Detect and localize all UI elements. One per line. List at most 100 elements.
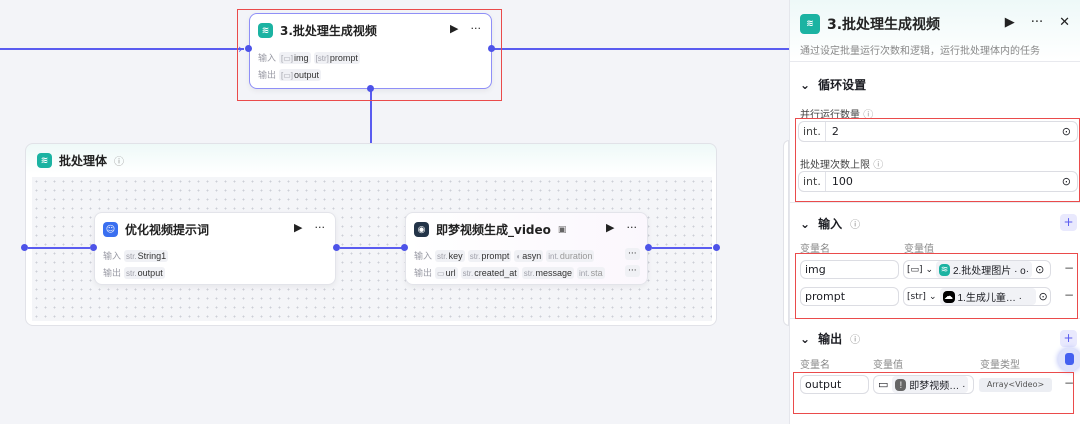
chevron-down-icon[interactable]: ⌄ — [928, 291, 937, 302]
output-label: 输出 — [258, 71, 277, 81]
variable-ref-icon[interactable]: ⊙ — [1061, 125, 1071, 138]
variable-ref-icon[interactable]: ⊙ — [1061, 175, 1071, 188]
param-tag: int.duration — [546, 249, 595, 262]
info-icon[interactable]: ⓘ — [863, 110, 874, 121]
port[interactable] — [401, 244, 408, 251]
edge — [492, 48, 789, 50]
info-icon[interactable]: ⓘ — [850, 220, 861, 231]
info-icon[interactable]: ⓘ — [114, 157, 125, 168]
more-icon[interactable]: ··· — [1030, 15, 1044, 30]
floating-assistant-icon[interactable] — [1058, 348, 1080, 371]
input-value: 2 — [831, 125, 839, 138]
remove-row-button[interactable]: − — [1064, 261, 1075, 275]
output-name-field[interactable]: output — [800, 375, 869, 394]
more-icon[interactable]: ··· — [626, 221, 638, 234]
param-tag: [str]prompt — [313, 51, 360, 64]
port[interactable] — [333, 244, 340, 251]
offscreen-node — [783, 140, 789, 326]
badge-icon: ▣ — [557, 224, 567, 235]
port[interactable] — [21, 244, 28, 251]
remove-row-button[interactable]: − — [1064, 376, 1075, 390]
layers-icon: ≋ — [939, 263, 950, 276]
more-icon[interactable]: ··· — [470, 22, 482, 35]
section-title: 输出 — [818, 332, 843, 346]
section-title: 输入 — [818, 217, 843, 231]
chevron-down-icon[interactable]: ⌄ — [800, 331, 811, 346]
param-tag: ◐asyn — [514, 249, 544, 262]
type-prefix: int. — [799, 122, 826, 141]
param-tag: str.created_at — [460, 266, 519, 279]
port[interactable] — [367, 85, 374, 92]
port[interactable] — [713, 244, 720, 251]
node-title: 即梦视频生成_video — [436, 223, 551, 237]
field-value: output — [805, 378, 842, 391]
node-jimeng-video[interactable]: ◉即梦视频生成_video▣ ▶··· 输入 str.key str.promp… — [405, 212, 648, 285]
type-prefix: [▭] — [907, 264, 923, 275]
input-name-field[interactable]: prompt — [800, 287, 899, 306]
column-header: 变量名 — [800, 360, 830, 371]
input-value-field[interactable]: [▭]⌄ ≋2.批处理图片 · o· ⊙ — [903, 260, 1051, 279]
info-icon[interactable]: ⓘ — [873, 160, 884, 171]
ref-label: 1.生成儿童… · — [957, 293, 1022, 304]
input-value-field[interactable]: [str]⌄ ☁1.生成儿童… · ⊙ — [903, 287, 1051, 306]
output-label: 输出 — [414, 269, 433, 279]
node-title: 3.批处理生成视频 — [280, 24, 377, 38]
chevron-down-icon[interactable]: ⌄ — [925, 264, 934, 275]
port[interactable] — [488, 45, 495, 52]
more-outputs-button[interactable]: ··· — [625, 265, 640, 277]
chevron-down-icon[interactable]: ⌄ — [800, 216, 811, 231]
bot-icon: ☁ — [942, 290, 955, 303]
input-label: 输入 — [414, 252, 433, 262]
run-icon[interactable]: ▶ — [606, 221, 615, 234]
more-inputs-button[interactable]: ··· — [625, 248, 640, 260]
field-value: prompt — [805, 290, 846, 303]
output-value-field[interactable]: ▭!即梦视频… · — [873, 375, 974, 394]
column-header: 变量值 — [873, 360, 903, 371]
param-tag: int.sta — [576, 266, 605, 279]
column-header: 变量值 — [904, 244, 934, 255]
edge — [0, 48, 244, 50]
variable-ref-icon[interactable]: ⊙ — [1035, 263, 1045, 276]
chevron-down-icon[interactable]: ⌄ — [800, 77, 811, 92]
more-icon[interactable]: ··· — [314, 221, 326, 234]
field-label: 批处理次数上限 — [800, 160, 870, 171]
run-icon[interactable]: ▶ — [294, 221, 303, 234]
edge — [28, 247, 90, 249]
ref-label: 2.批处理图片 · o· — [952, 266, 1030, 277]
max-batch-input[interactable]: int.100⊙ — [798, 171, 1078, 192]
edge — [340, 247, 402, 249]
variable-ref-icon[interactable]: ⊙ — [1038, 290, 1048, 303]
highlight-box — [795, 118, 1080, 202]
batch-title: 批处理体 — [59, 154, 108, 168]
param-tag: str.output — [124, 266, 165, 279]
highlight-box — [237, 9, 502, 101]
highlight-box — [795, 253, 1078, 319]
node-batch-video[interactable]: ≋3.批处理生成视频 ▶··· 输入 [▭]img [str]prompt 输出… — [249, 13, 492, 89]
run-icon[interactable]: ▶ — [1004, 15, 1015, 30]
type-prefix: int. — [799, 172, 826, 191]
input-label: 输入 — [103, 252, 122, 262]
param-tag: ▭url — [435, 266, 458, 279]
close-icon[interactable]: ✕ — [1059, 15, 1070, 30]
layers-icon: ≋ — [800, 14, 820, 34]
bot-icon: ☺ — [103, 222, 118, 237]
param-tag: str.String1 — [124, 249, 169, 262]
add-output-button[interactable]: + — [1060, 330, 1077, 347]
field-label: 并行运行数量 — [800, 110, 860, 121]
port[interactable] — [645, 244, 652, 251]
port[interactable] — [245, 45, 252, 52]
param-tag: str.prompt — [467, 249, 512, 262]
input-name-field[interactable]: img — [800, 260, 899, 279]
section-title: 循环设置 — [818, 78, 867, 92]
port[interactable] — [90, 244, 97, 251]
output-label: 输出 — [103, 269, 122, 279]
info-icon[interactable]: ⓘ — [850, 335, 861, 346]
type-prefix: [str] — [907, 291, 926, 302]
param-tag: str.key — [435, 249, 465, 262]
run-icon[interactable]: ▶ — [450, 22, 459, 35]
param-tag: str.message — [521, 266, 574, 279]
parallel-count-input[interactable]: int. 2 ⊙ — [798, 121, 1078, 142]
remove-row-button[interactable]: − — [1064, 288, 1075, 302]
add-input-button[interactable]: + — [1060, 214, 1077, 231]
